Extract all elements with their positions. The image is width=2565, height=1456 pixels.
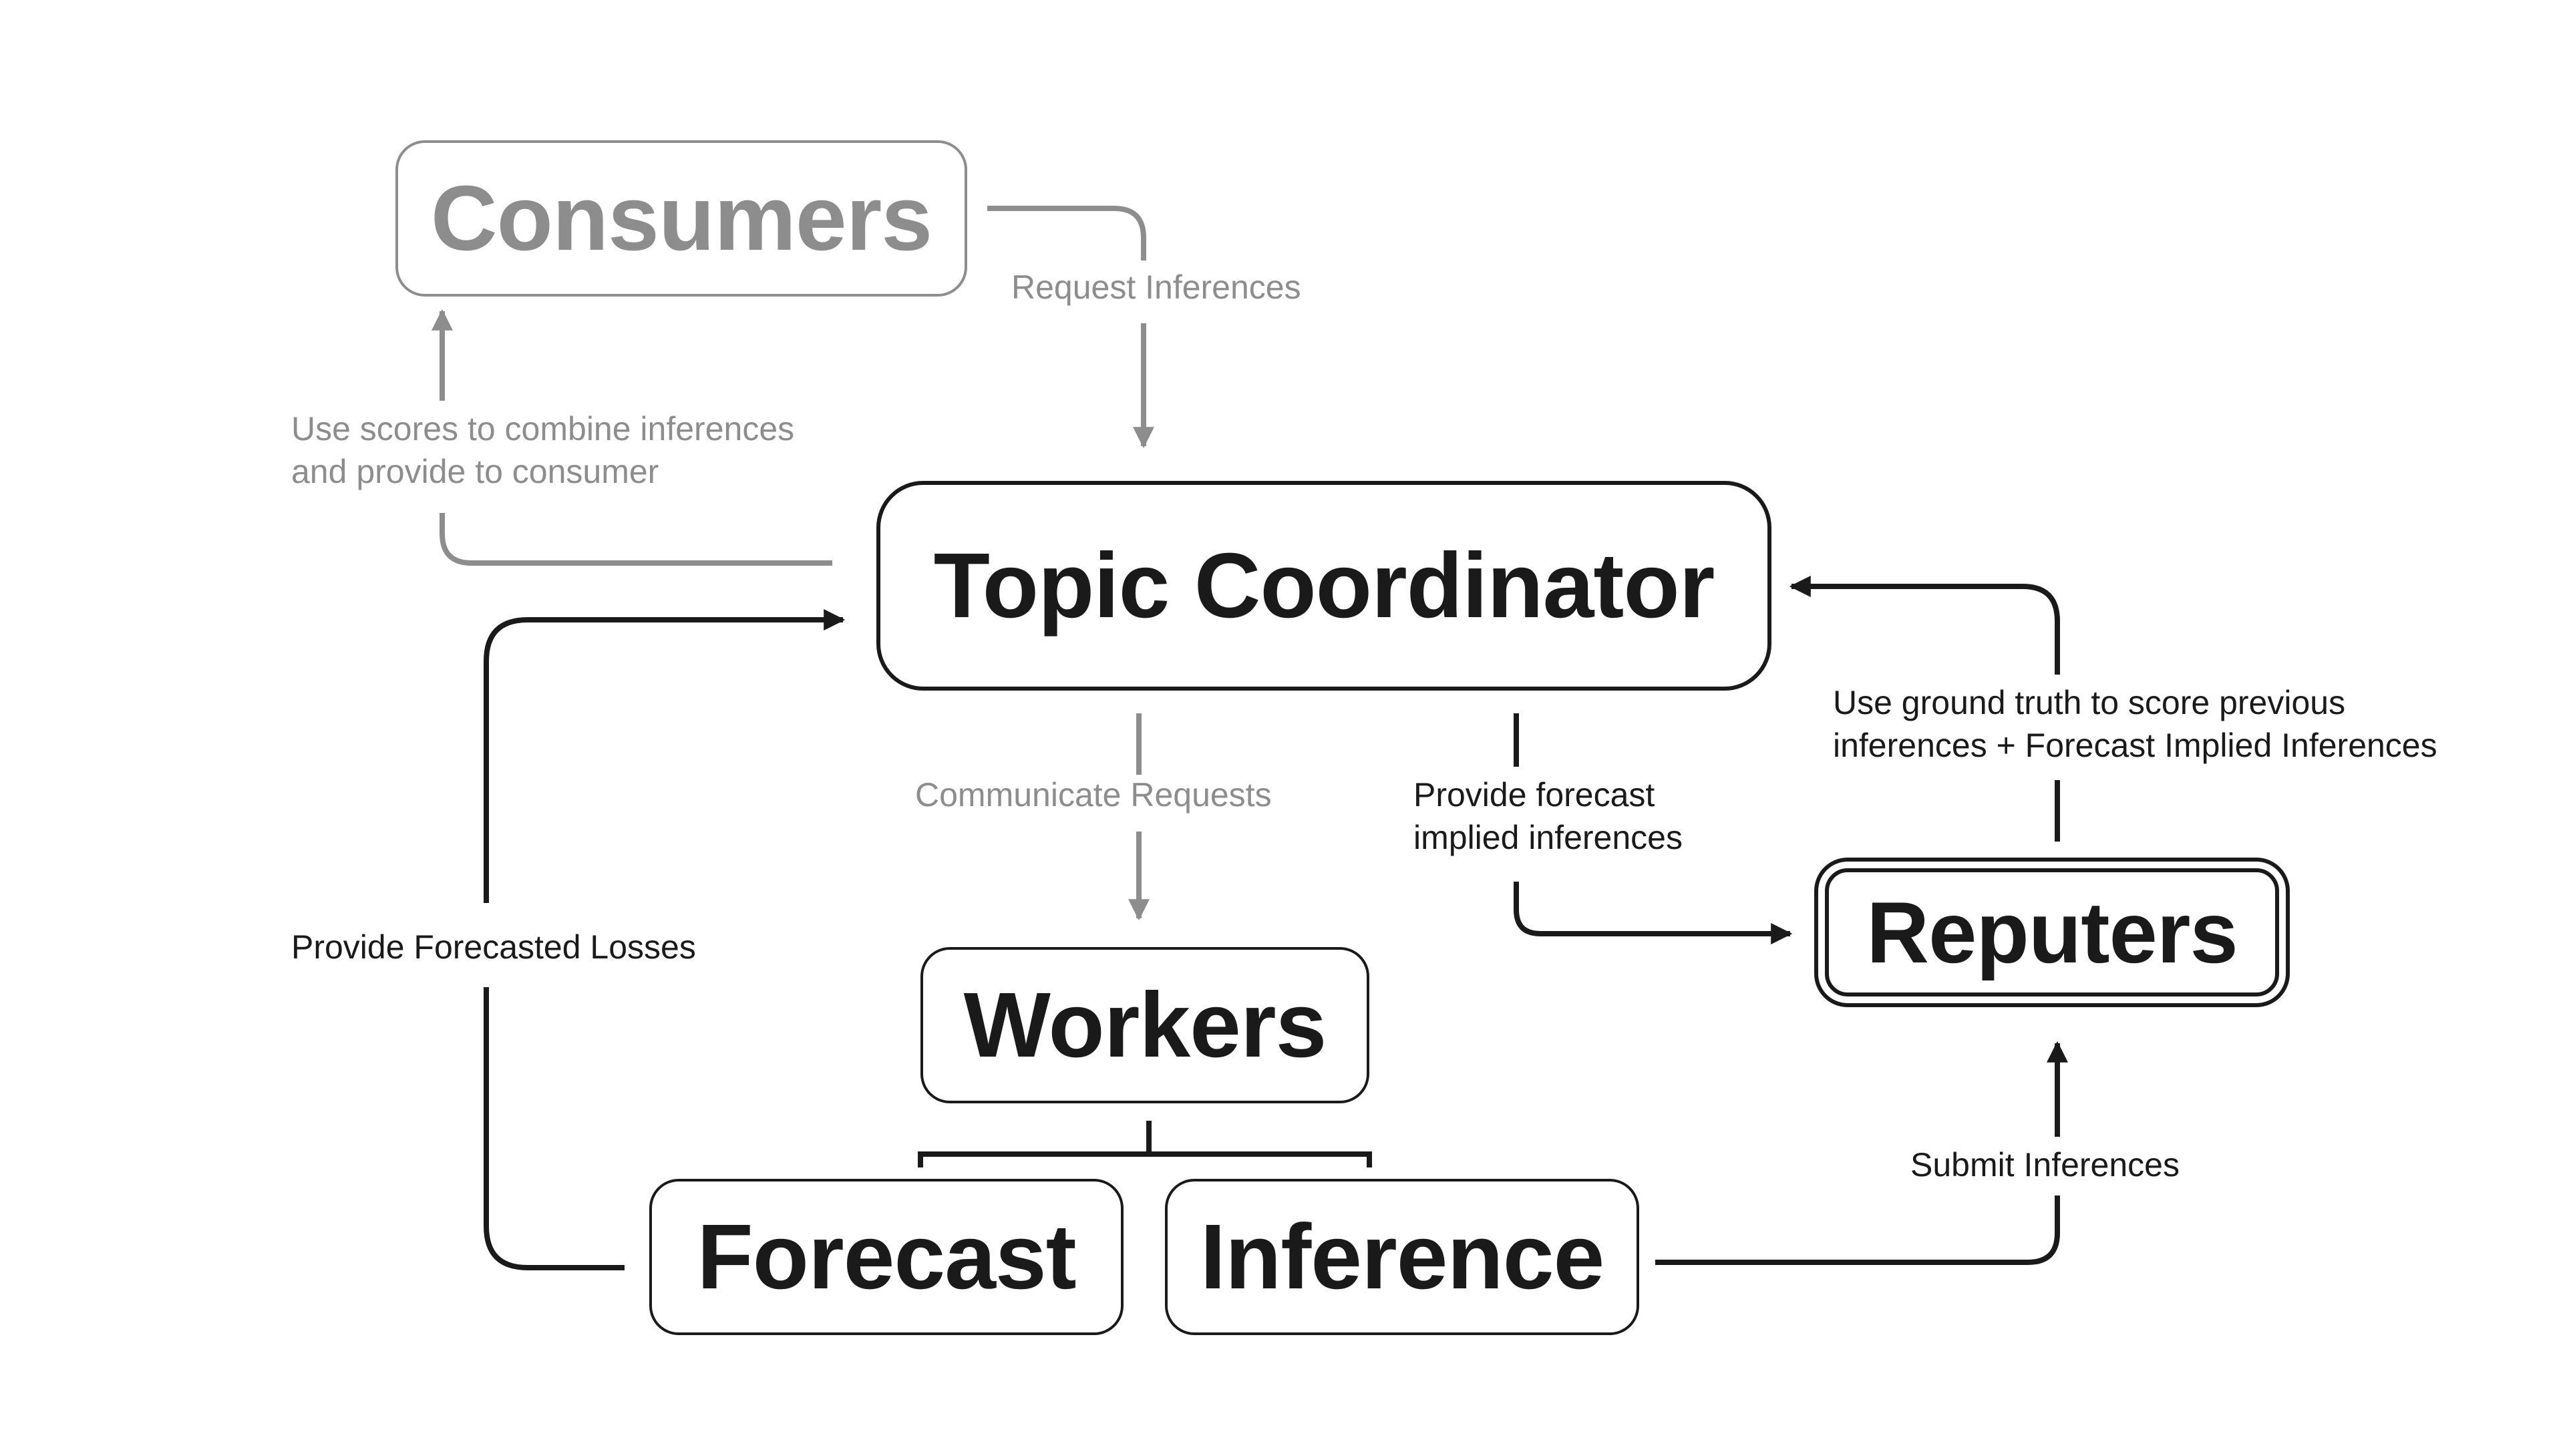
workers-node: Workers	[920, 947, 1369, 1103]
workers-bracket	[918, 1121, 1372, 1167]
forecast-node: Forecast	[649, 1179, 1124, 1335]
workers-label: Workers	[963, 973, 1327, 1077]
provide-forecast-label-line1: Provide forecast	[1413, 776, 1655, 813]
ground-truth-label-line2: inferences + Forecast Implied Inferences	[1833, 727, 2437, 764]
request-inferences-connector	[987, 206, 1146, 260]
inference-label: Inference	[1200, 1205, 1605, 1308]
forecasted-losses-label: Provide Forecasted Losses	[291, 928, 696, 966]
forecasted-losses-connector	[484, 987, 625, 1270]
ground-truth-label-line1: Use ground truth to score previous	[1833, 684, 2346, 721]
use-scores-label-line2: and provide to consumer	[291, 453, 659, 490]
provide-forecast-arrow	[1514, 882, 1793, 944]
submit-inferences-label: Submit Inferences	[1910, 1146, 2180, 1184]
topic-coordinator-label: Topic Coordinator	[933, 534, 1715, 637]
request-inferences-label: Request Inferences	[1011, 268, 1301, 306]
ground-truth-label: Use ground truth to score previous infer…	[1833, 681, 2437, 767]
forecasted-losses-arrow	[484, 609, 846, 903]
topic-coordinator-node: Topic Coordinator	[876, 481, 1771, 691]
provide-forecast-label-line2: implied inferences	[1413, 819, 1683, 856]
ground-truth-arrow	[1789, 576, 2060, 675]
provide-forecast-label: Provide forecast implied inferences	[1413, 773, 1683, 859]
use-scores-label-line1: Use scores to combine inferences	[291, 410, 795, 447]
use-scores-label: Use scores to combine inferences and pro…	[291, 407, 794, 493]
reputers-label: Reputers	[1866, 884, 2238, 981]
communicate-requests-label: Communicate Requests	[915, 776, 1272, 813]
use-scores-connector	[440, 513, 832, 566]
submit-inferences-connector	[1655, 1196, 2060, 1265]
consumers-label: Consumers	[430, 166, 932, 270]
reputers-node: Reputers	[1814, 858, 2290, 1007]
inference-node: Inference	[1165, 1179, 1639, 1335]
forecast-label: Forecast	[697, 1205, 1076, 1308]
consumers-node: Consumers	[395, 140, 967, 297]
